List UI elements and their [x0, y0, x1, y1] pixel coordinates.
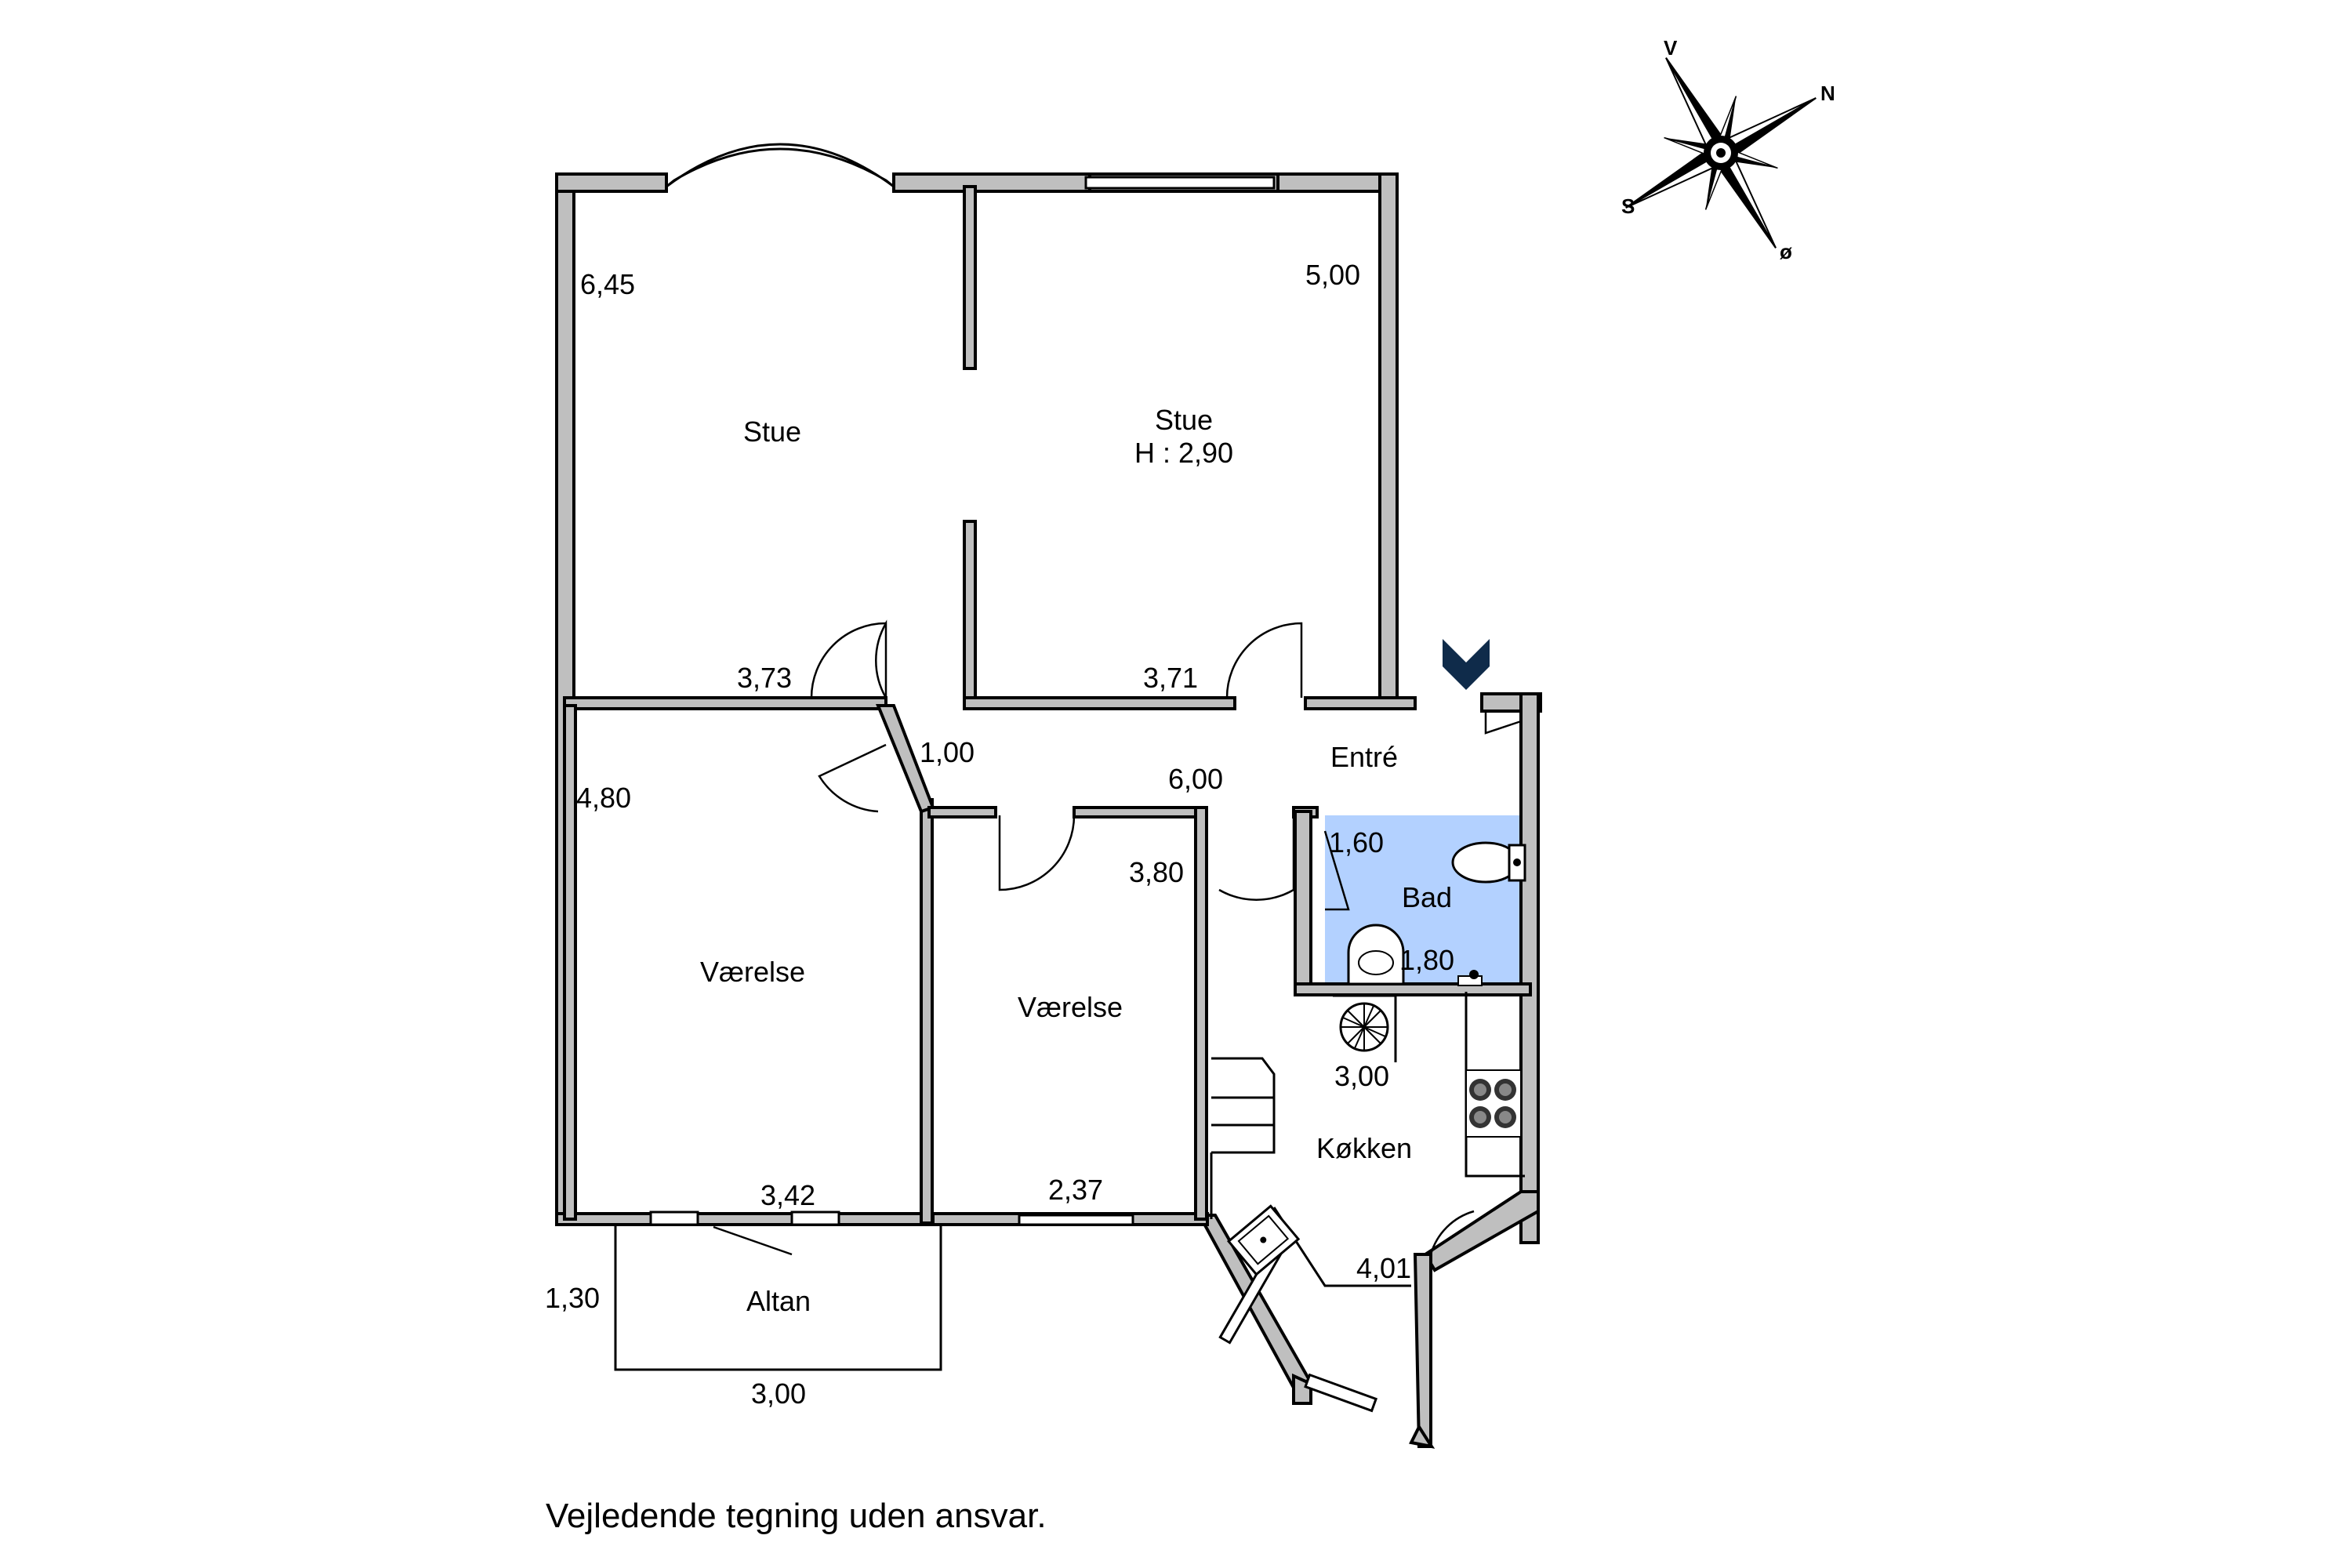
- dim-kokken-width: 3,00: [1334, 1060, 1389, 1092]
- dim-stue-right-width: 3,71: [1143, 662, 1198, 694]
- window-vaerelse-mid: [1018, 1214, 1134, 1226]
- dim-bad-width: 1,60: [1329, 826, 1384, 858]
- balcony-outline: [614, 1223, 942, 1371]
- entrance-arrow-icon: [1443, 639, 1490, 690]
- dim-vaerelse-mid-height: 3,80: [1129, 856, 1184, 888]
- room-label-bad: Bad: [1402, 881, 1452, 913]
- toilet-icon: [1451, 841, 1526, 884]
- dim-stue-right-height: 5,00: [1305, 259, 1360, 291]
- dim-hall-width: 1,00: [920, 736, 975, 768]
- disclaimer: Vejledende tegning uden ansvar.: [546, 1497, 1047, 1535]
- room-label-entre: Entré: [1330, 741, 1398, 773]
- dim-bad-length: 1,80: [1399, 944, 1454, 976]
- dim-vaerelse-left-width: 3,42: [760, 1179, 815, 1211]
- fan-icon: [1339, 1002, 1389, 1052]
- dim-stue-left-height: 6,45: [580, 268, 635, 300]
- compass-o-label: ø: [1780, 240, 1792, 263]
- walls: [555, 172, 1542, 1449]
- room-label-stue-right: Stue: [1155, 404, 1213, 436]
- room-label-altan: Altan: [746, 1285, 811, 1317]
- dim-kokken-diag: 4,01: [1356, 1252, 1411, 1284]
- compass-rose-icon: [1625, 57, 1817, 249]
- room-label-kokken: Køkken: [1316, 1132, 1412, 1164]
- dim-vaerelse-mid-width: 2,37: [1048, 1174, 1103, 1206]
- bay-window: [666, 143, 895, 188]
- room-label-vaerelse-left: Værelse: [700, 956, 805, 988]
- dim-altan-width: 3,00: [751, 1377, 806, 1410]
- window-vaerelse-left-b: [790, 1210, 840, 1226]
- sink-icon: [1227, 1204, 1301, 1276]
- compass-v-label: V: [1664, 36, 1678, 60]
- room-label-vaerelse-mid: Værelse: [1018, 991, 1123, 1023]
- compass-n-label: N: [1820, 82, 1835, 105]
- window-kitchen-bottom: [1304, 1373, 1378, 1413]
- dim-vaerelse-left-height: 4,80: [576, 782, 631, 814]
- compass-s-label: S: [1621, 194, 1635, 218]
- dim-stue-left-width: 3,73: [737, 662, 792, 694]
- stove-icon: [1465, 1069, 1522, 1138]
- kitchen-counters: [1210, 992, 1525, 1287]
- window-stue-top: [1084, 176, 1276, 190]
- dim-hall-length: 6,00: [1168, 763, 1223, 795]
- room-height-stue-right: H : 2,90: [1134, 437, 1233, 469]
- doors: [713, 619, 1522, 1256]
- window-vaerelse-left-a: [649, 1210, 699, 1226]
- dim-altan-depth: 1,30: [545, 1282, 600, 1314]
- tap-icon: [1457, 970, 1483, 986]
- room-label-stue-left: Stue: [743, 416, 801, 448]
- washbasin-icon: [1347, 924, 1405, 985]
